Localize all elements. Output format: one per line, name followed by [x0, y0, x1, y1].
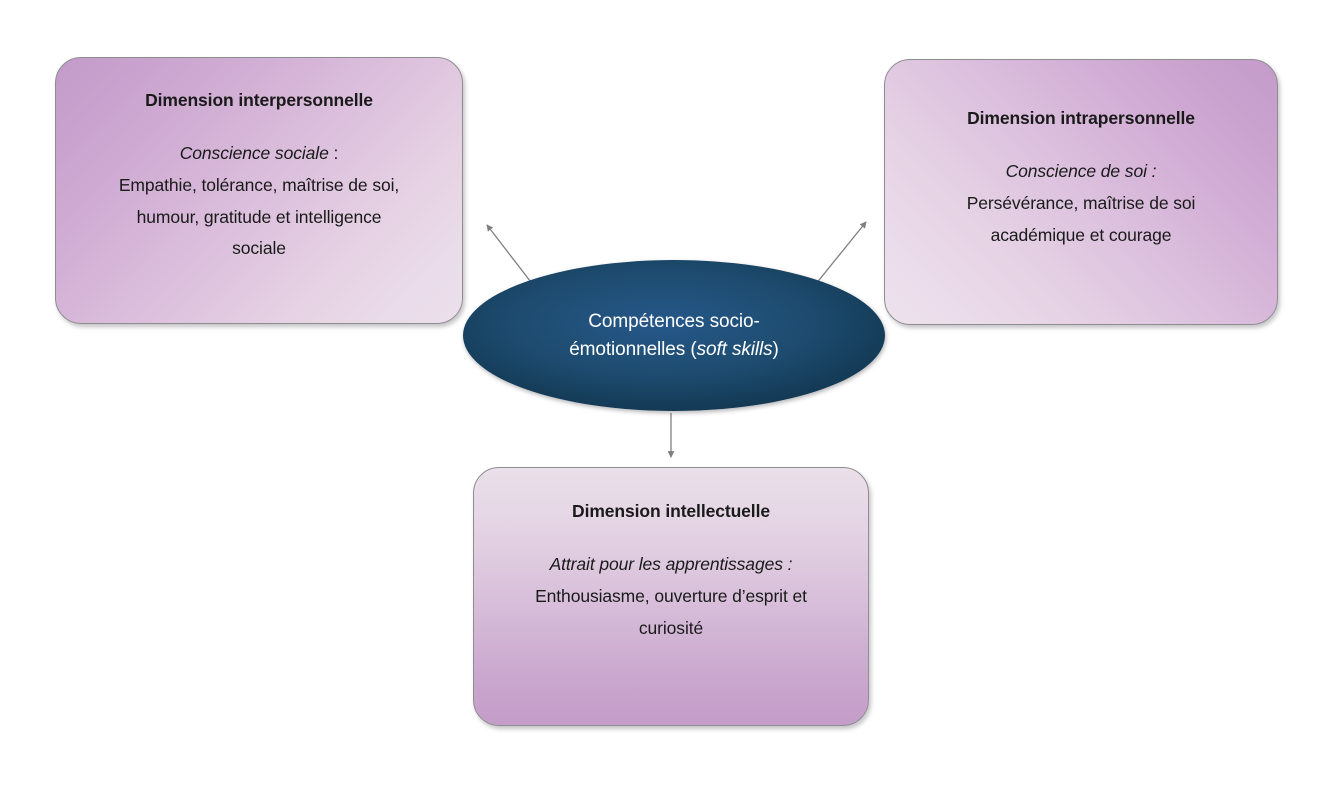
center-label-line-2-italic: soft skills [696, 338, 773, 360]
node-intrapersonnelle-line-2: académique et courage [990, 224, 1172, 245]
node-interpersonnelle-lead-colon: : [328, 142, 339, 163]
node-intrapersonnelle-lead: Conscience de soi : [1005, 160, 1157, 181]
node-intellectuelle-line-2: curiosité [638, 617, 704, 638]
center-label-line-1: Compétences socio- [588, 310, 760, 332]
node-intellectuelle-lead: Attrait pour les apprentissages : [549, 553, 793, 574]
node-intellectuelle[interactable]: Dimension intellectuelle Attrait pour le… [473, 467, 869, 726]
center-label-line-2-suffix: ) [772, 338, 779, 360]
node-intellectuelle-title: Dimension intellectuelle [572, 501, 770, 521]
node-interpersonnelle[interactable]: Dimension interpersonnelle Conscience so… [55, 57, 463, 324]
center-node-label: Compétences socio- émotionnelles (soft s… [527, 308, 821, 363]
node-intrapersonnelle[interactable]: Dimension intrapersonnelle Conscience de… [884, 59, 1278, 325]
node-interpersonnelle-line-1: Empathie, tolérance, maîtrise de soi, [118, 174, 400, 195]
node-interpersonnelle-line-3: sociale [232, 238, 286, 259]
node-intrapersonnelle-body: Conscience de soi : Persévérance, maîtri… [967, 156, 1196, 252]
node-interpersonnelle-title: Dimension interpersonnelle [145, 90, 373, 110]
node-intrapersonnelle-title: Dimension intrapersonnelle [967, 108, 1195, 128]
node-intellectuelle-body: Attrait pour les apprentissages : Enthou… [535, 549, 807, 645]
node-interpersonnelle-body: Conscience sociale : Empathie, tolérance… [119, 138, 399, 265]
node-intrapersonnelle-line-1: Persévérance, maîtrise de soi [966, 192, 1196, 213]
node-interpersonnelle-lead: Conscience sociale [179, 142, 329, 163]
center-label-line-2-prefix: émotionnelles ( [569, 338, 697, 360]
node-intellectuelle-line-1: Enthousiasme, ouverture d’esprit et [535, 585, 807, 606]
center-node-competences[interactable]: Compétences socio- émotionnelles (soft s… [463, 260, 885, 411]
node-interpersonnelle-line-2: humour, gratitude et intelligence [136, 206, 382, 227]
